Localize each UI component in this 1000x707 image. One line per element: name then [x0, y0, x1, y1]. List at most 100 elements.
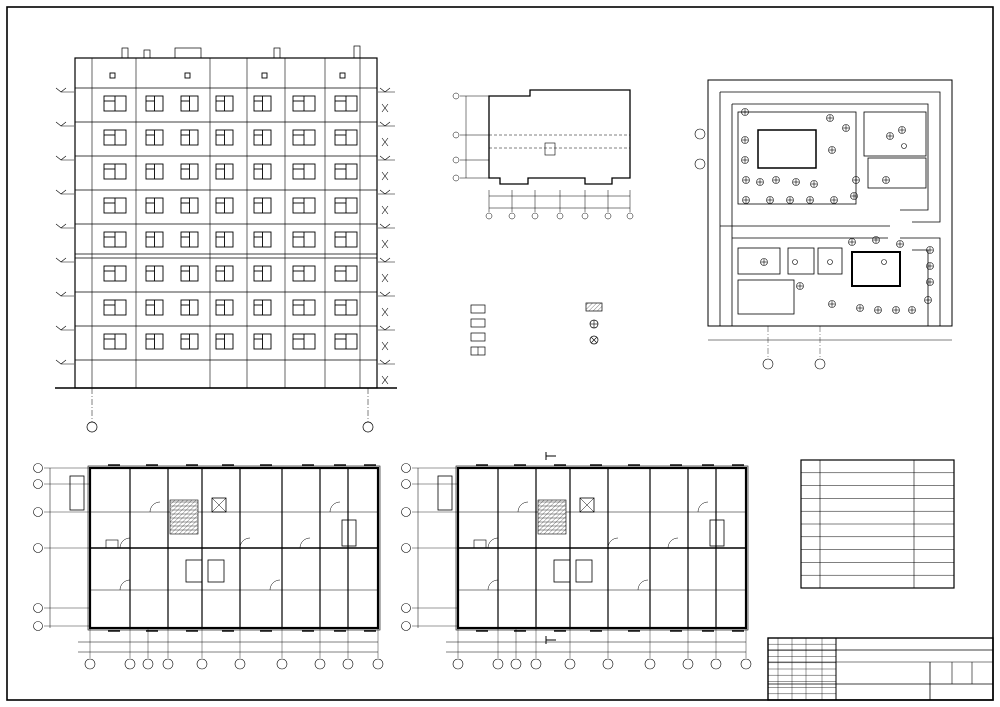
tree-icon: [892, 306, 900, 314]
tree-icon: [589, 319, 599, 329]
tree-icon: [926, 278, 934, 286]
site-plan: [694, 79, 953, 370]
site-building-main: [737, 111, 857, 205]
axis-marker-icon: [142, 658, 154, 670]
tree-icon: [766, 196, 774, 204]
tree-icon: [926, 246, 934, 254]
tree-icon: [850, 192, 858, 200]
axis-marker-icon: [33, 621, 43, 631]
bathroom: [709, 519, 725, 547]
entrance-porch: [437, 475, 453, 511]
bathroom: [553, 559, 571, 583]
axis-marker-icon: [602, 658, 614, 670]
legend-swatch-2: [470, 318, 486, 328]
site-trees: [741, 108, 934, 314]
axis-marker-icon: [694, 158, 706, 170]
facade-axis-markers: [86, 388, 374, 433]
axis-marker-icon: [740, 658, 752, 670]
door-swing: [487, 579, 499, 591]
tree-icon: [898, 126, 906, 134]
bathroom: [575, 559, 593, 583]
bathroom: [207, 559, 225, 583]
door-swing: [329, 501, 341, 513]
facade: [55, 45, 397, 433]
first-floor-plan: [33, 463, 384, 670]
tree-icon: [856, 304, 864, 312]
tree-icon: [926, 262, 934, 270]
tree-icon: [842, 124, 850, 132]
level-mark-icon: [378, 359, 395, 385]
axis-marker-icon: [530, 658, 542, 670]
axis-marker-icon: [33, 463, 43, 473]
facade-outline: [74, 57, 378, 389]
tree-icon: [828, 146, 836, 154]
tree-icon: [810, 180, 818, 188]
door-swing: [607, 537, 619, 549]
axis-marker-icon: [644, 658, 656, 670]
title-block: [767, 637, 994, 701]
sheet-border: [6, 6, 994, 701]
shrub-icon: [589, 335, 599, 345]
axis-marker-icon: [33, 507, 43, 517]
level-mark-icon: [55, 325, 74, 331]
axis-marker-icon: [452, 658, 464, 670]
door-swing: [149, 501, 161, 513]
level-mark-icon: [378, 223, 395, 249]
level-mark-icon: [55, 223, 74, 229]
axis-marker-icon: [33, 543, 43, 553]
tree-icon: [742, 176, 750, 184]
buildings-table: [800, 459, 955, 589]
facade-pilasters: [91, 58, 361, 388]
axis-marker-icon: [814, 358, 826, 370]
axis-marker-icon: [84, 658, 96, 670]
axis-marker-icon: [162, 658, 174, 670]
door-swing: [119, 537, 131, 549]
axis-marker-icon: [86, 421, 98, 433]
stair: [169, 499, 199, 535]
tree-icon: [896, 240, 904, 248]
axis-marker-icon: [401, 603, 411, 613]
level-mark-icon: [378, 87, 395, 113]
site-road: [719, 91, 941, 326]
level-mark-icon: [55, 359, 74, 365]
door-swing: [269, 579, 281, 591]
section-arrow-icon: [545, 452, 556, 460]
tree-icon: [772, 176, 780, 184]
tree-icon: [741, 156, 749, 164]
tree-icon: [792, 178, 800, 186]
typical-floor-plan: [401, 452, 752, 670]
axis-marker-icon: [33, 603, 43, 613]
tree-icon: [872, 236, 880, 244]
level-mark-icon: [378, 121, 395, 147]
door-swing: [667, 537, 679, 549]
tree-icon: [924, 296, 932, 304]
axis-marker-icon: [762, 358, 774, 370]
axis-marker-icon: [33, 479, 43, 489]
roof-outline: [488, 89, 631, 185]
tree-icon: [756, 178, 764, 186]
tree-icon: [882, 176, 890, 184]
axis-marker-icon: [694, 128, 706, 140]
elevator: [579, 497, 595, 513]
tree-icon: [908, 306, 916, 314]
level-mark-icon: [55, 121, 74, 127]
axis-marker-icon: [234, 658, 246, 670]
axis-marker-icon: [401, 621, 411, 631]
site-axis-markers: [694, 128, 952, 370]
door-swing: [299, 537, 311, 549]
level-mark-icon: [55, 291, 74, 297]
legend: [470, 302, 603, 356]
roof-dimension-lines: [452, 92, 634, 220]
axis-marker-icon: [401, 507, 411, 517]
tree-icon: [742, 196, 750, 204]
tree-icon: [848, 238, 856, 246]
axis-marker-icon: [710, 658, 722, 670]
legend-swatch-3: [470, 332, 486, 342]
axis-marker-icon: [362, 421, 374, 433]
axis-marker-icon: [510, 658, 522, 670]
roof-plan: [452, 89, 634, 220]
door-swing: [239, 537, 251, 549]
tree-icon: [886, 132, 894, 140]
axis-marker-icon: [564, 658, 576, 670]
